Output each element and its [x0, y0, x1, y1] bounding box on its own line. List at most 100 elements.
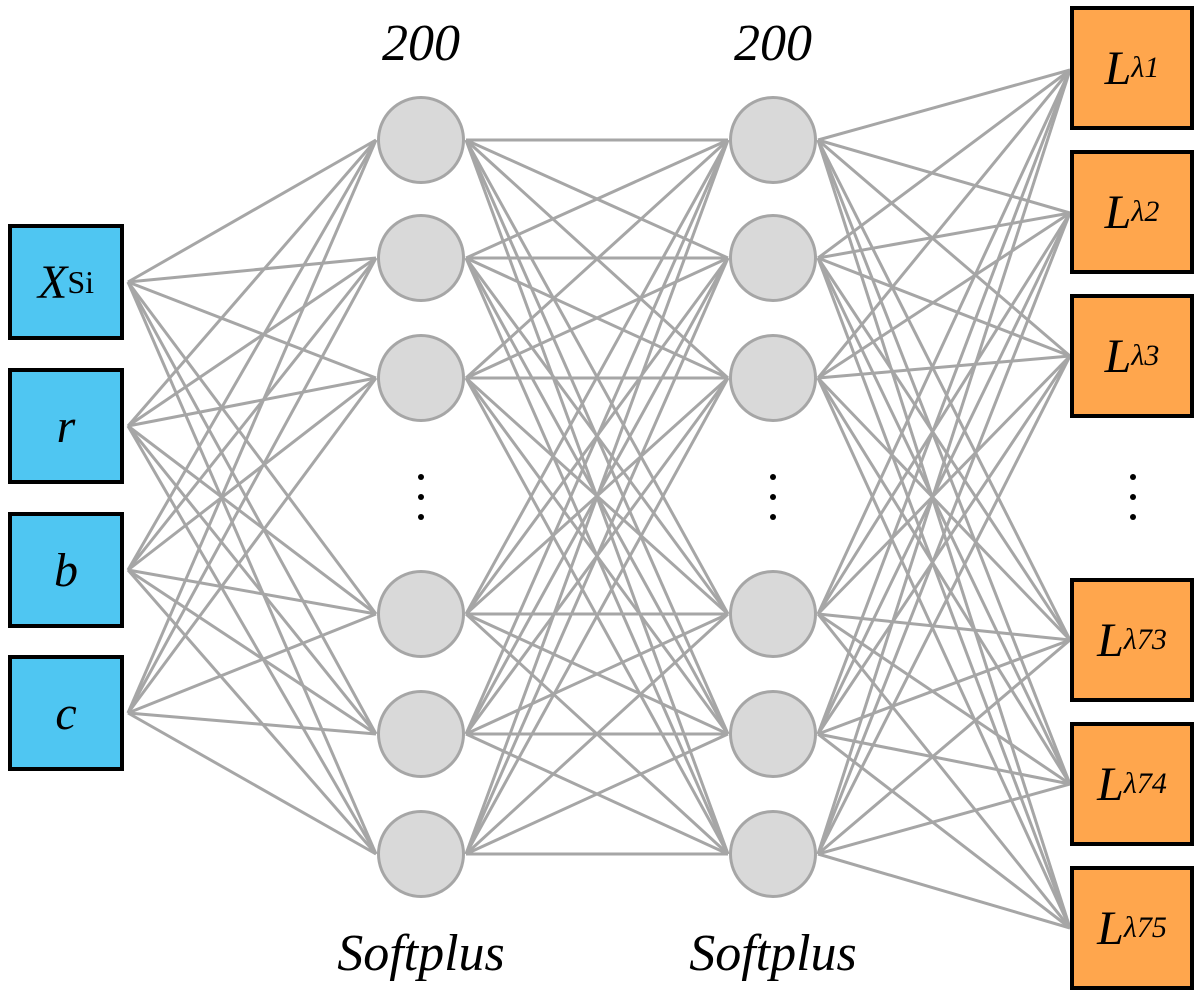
input-label: c — [55, 686, 77, 740]
connection-line — [127, 280, 377, 380]
hidden1-node — [377, 214, 465, 302]
connection-line — [816, 354, 1072, 616]
connection-line — [126, 139, 378, 571]
input-label: b — [54, 543, 78, 597]
output-label: L — [1097, 757, 1124, 811]
connection-line — [817, 638, 1071, 856]
hidden1-node — [377, 810, 465, 898]
connection-line — [465, 138, 729, 260]
output-subscript: λ3 — [1131, 339, 1160, 372]
connection-line — [465, 732, 729, 856]
output-subscript: λ74 — [1123, 767, 1167, 800]
connection-line — [127, 568, 377, 616]
connection-line — [127, 711, 377, 856]
input-b: b — [8, 512, 124, 628]
hidden2-node — [729, 690, 817, 778]
connection-line — [464, 139, 730, 855]
connection-line — [464, 612, 730, 856]
connection-line — [816, 376, 1072, 642]
connection-line — [816, 257, 1072, 641]
connection-line — [126, 377, 378, 714]
connection-line — [816, 355, 1072, 735]
output-ellipsis — [1123, 474, 1143, 534]
hidden2-ellipsis — [763, 474, 783, 534]
connection-line — [126, 281, 378, 855]
connection-line — [816, 139, 1072, 641]
connection-line — [127, 256, 377, 284]
hidden2-node — [729, 570, 817, 658]
hidden1-node — [377, 690, 465, 778]
connection-line — [817, 612, 1071, 642]
connection-line — [816, 613, 1072, 929]
connection-line — [464, 139, 730, 735]
connection-line — [126, 281, 378, 615]
connection-line — [126, 569, 378, 855]
connection-line — [127, 376, 377, 572]
connection-line — [465, 612, 729, 736]
hidden1-node — [377, 334, 465, 422]
output-label: L — [1104, 41, 1132, 95]
output-label: L — [1097, 613, 1124, 667]
connection-line — [127, 376, 377, 428]
hidden2-node — [729, 96, 817, 184]
connection-line — [126, 139, 378, 714]
connection-line — [817, 612, 1071, 786]
connection-line — [817, 638, 1071, 736]
connection-line — [816, 257, 1072, 929]
input-label: r — [56, 399, 76, 453]
hidden2-node — [729, 810, 817, 898]
hidden-layer-1-size: 200 — [382, 15, 460, 72]
output-subscript: λ73 — [1123, 623, 1167, 656]
hidden1-node — [377, 570, 465, 658]
connection-line — [126, 257, 378, 714]
connection-line — [816, 69, 1072, 735]
connection-line — [464, 377, 730, 855]
connection-line — [126, 281, 378, 735]
connection-line — [817, 256, 1071, 358]
connection-line — [817, 732, 1071, 786]
connection-line — [817, 211, 1071, 260]
connection-line — [816, 69, 1072, 615]
connection-line — [817, 211, 1071, 380]
connection-line — [816, 257, 1072, 785]
connection-line — [127, 612, 377, 715]
connection-line — [816, 212, 1072, 855]
output-label: L — [1104, 185, 1132, 239]
connection-line — [126, 425, 378, 855]
hidden1-ellipsis — [411, 474, 431, 534]
connection-line — [817, 732, 1071, 930]
connection-line — [817, 68, 1071, 260]
output-subscript: λ75 — [1123, 911, 1167, 944]
hidden-layer-2-size: 200 — [734, 15, 812, 72]
connection-line — [126, 425, 378, 735]
connection-line — [464, 138, 730, 380]
hidden2-node — [729, 334, 817, 422]
connection-line — [817, 354, 1071, 380]
connection-line — [127, 568, 377, 736]
hidden-layer-2-activation: Softplus — [689, 925, 857, 982]
connection-line — [126, 139, 378, 427]
connection-line — [464, 139, 730, 615]
connection-line — [126, 257, 378, 571]
output-subscript: λ1 — [1131, 51, 1160, 84]
input-subscript: Si — [67, 263, 94, 300]
connection-line — [464, 257, 730, 855]
connection-line — [816, 377, 1072, 929]
connection-line — [127, 138, 377, 284]
hidden1-node — [377, 96, 465, 184]
connection-line — [465, 256, 729, 380]
connection-line — [817, 782, 1071, 856]
output-subscript: λ2 — [1131, 195, 1160, 228]
hidden-layer-1-activation: Softplus — [337, 925, 505, 982]
connection-line — [816, 212, 1072, 615]
connection-line — [817, 68, 1071, 142]
hidden2-node — [729, 214, 817, 302]
